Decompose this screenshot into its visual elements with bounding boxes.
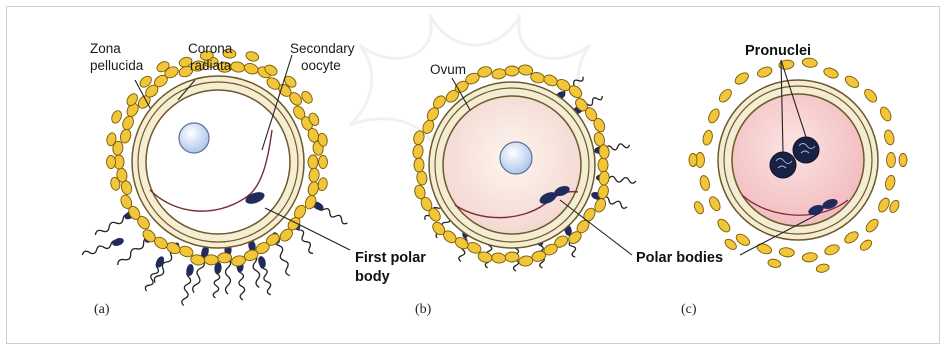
label-corona-1: Corona [188, 41, 233, 56]
label-first-polar-2: body [355, 269, 390, 285]
corona-cell [699, 175, 711, 192]
corona-cell [165, 240, 182, 255]
corona-cell [717, 87, 734, 104]
nucleus-b [500, 142, 532, 174]
corona-cell [308, 155, 318, 169]
corona-cell [888, 199, 901, 214]
leader-first-polar [290, 220, 350, 250]
label-polar-bodies: Polar bodies [636, 250, 723, 266]
corona-cell [899, 154, 907, 167]
corona-cell [864, 217, 881, 234]
corona-cell [416, 170, 428, 185]
label-ovum: Ovum [430, 62, 466, 77]
corona-cell [733, 71, 750, 87]
corona-cell [598, 158, 608, 172]
corona-cell [723, 237, 738, 251]
nucleus-a [179, 123, 209, 153]
corona-cell [756, 65, 773, 79]
sperm-head [154, 255, 166, 269]
corona-cell [779, 247, 795, 258]
sperm-head [111, 237, 125, 248]
label-zona-2: pellucida [90, 58, 144, 73]
corona-cell [412, 144, 424, 159]
corona-cell [876, 196, 891, 213]
corona-cell [505, 252, 519, 262]
corona-cell [542, 73, 559, 88]
panel-letter-b: (b) [415, 302, 432, 317]
corona-cell [230, 61, 246, 74]
corona-cell [858, 238, 873, 252]
label-zona-1: Zona [90, 41, 121, 56]
corona-cell [505, 66, 519, 76]
corona-cell [815, 263, 829, 274]
corona-cell [883, 129, 895, 146]
corona-cell [734, 232, 751, 248]
corona-cell [756, 242, 773, 256]
corona-cell [689, 154, 697, 167]
corona-cell [822, 66, 839, 80]
panel-b [412, 64, 636, 271]
sperm-head [257, 255, 267, 268]
pronucleus-2 [793, 137, 819, 163]
label-secondary-2: oocyte [301, 58, 341, 73]
corona-cell [716, 217, 733, 234]
corona-cell [884, 174, 896, 191]
corona-cell [843, 229, 860, 245]
panel-c [689, 57, 907, 273]
corona-cell [878, 105, 893, 122]
corona-cell [319, 156, 328, 169]
label-pronuclei: Pronuclei [745, 43, 811, 59]
corona-cell [692, 200, 705, 215]
corona-cell [706, 107, 721, 124]
pronucleus-1 [770, 152, 796, 178]
oocyte-membrane-a [146, 90, 290, 234]
panel-letter-c: (c) [681, 302, 697, 317]
corona-cell [887, 153, 896, 168]
corona-cell [802, 252, 818, 263]
corona-cell [300, 89, 315, 105]
corona-cell [414, 158, 424, 172]
corona-cell [245, 50, 260, 63]
panel-letter-a: (a) [94, 302, 110, 317]
corona-cell [767, 258, 781, 269]
label-first-polar-1: First polar [355, 250, 426, 266]
corona-cell [518, 255, 533, 267]
corona-cell [121, 115, 136, 132]
corona-cell [598, 171, 610, 186]
corona-cell [491, 252, 506, 264]
corona-cell [110, 109, 124, 125]
corona-cell [843, 74, 860, 90]
corona-cell [204, 254, 219, 265]
corona-cell [243, 62, 260, 76]
panel-a [82, 48, 347, 305]
corona-cell [491, 68, 506, 80]
corona-cell [823, 243, 840, 257]
corona-cell [107, 156, 116, 169]
corona-cell [707, 195, 722, 212]
corona-cell [518, 64, 533, 76]
label-corona-2: radiata [190, 58, 232, 73]
corona-cell [702, 129, 714, 146]
corona-cell [308, 168, 320, 183]
label-secondary-1: Secondary [290, 41, 355, 56]
corona-cell [862, 87, 879, 104]
